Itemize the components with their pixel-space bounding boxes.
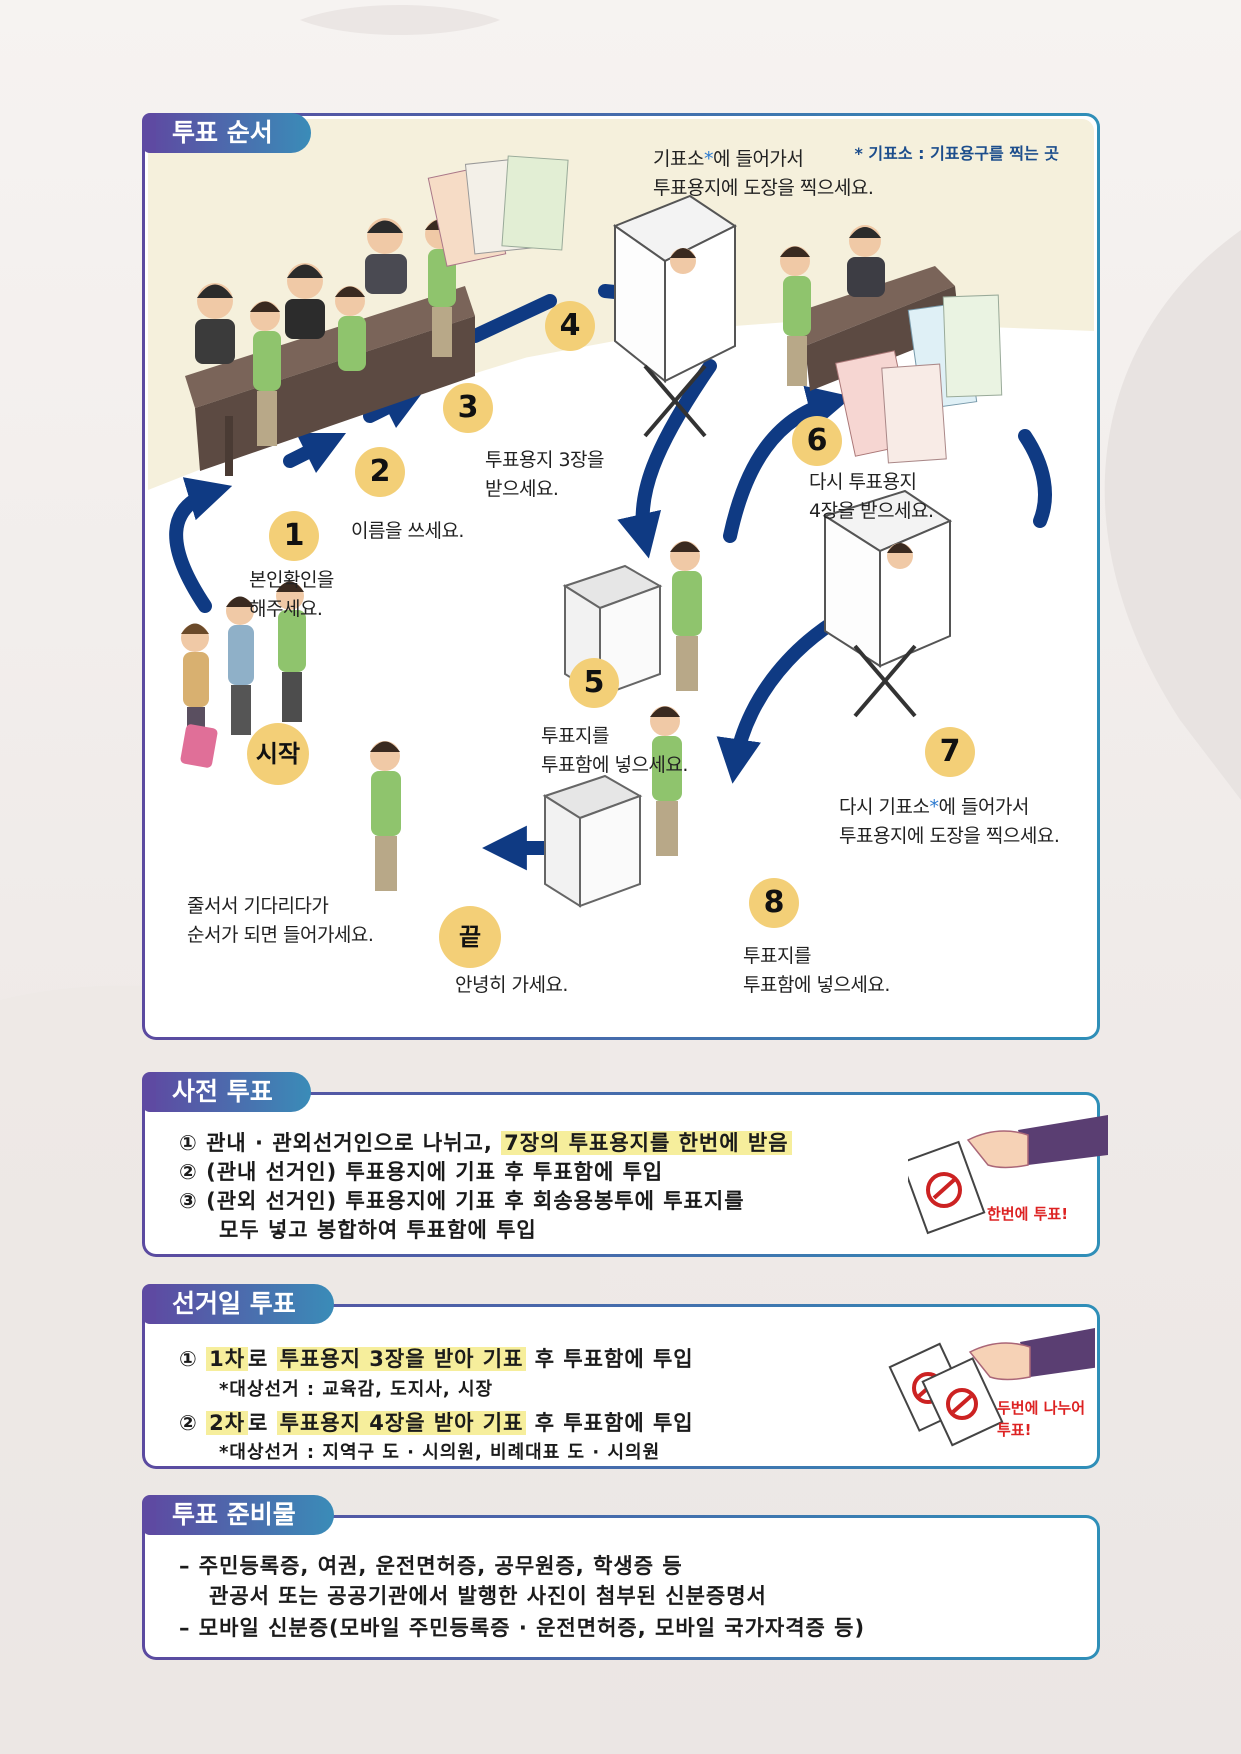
step-label-2: 이름을 쓰세요.: [351, 520, 464, 542]
clerks: [195, 218, 407, 364]
step-marker-start: 시작: [247, 723, 309, 785]
step-marker-4: 4: [545, 301, 595, 351]
flow-arrow-4-5: [617, 359, 717, 559]
hand-ballot-twice-icon: [888, 1327, 1095, 1447]
early-voting-title: 사전 투표: [142, 1072, 311, 1112]
early-line-4: 모두 넣고 봉합하여 투표함에 투입: [219, 1218, 537, 1242]
flow-arrow-6-7: [1018, 429, 1052, 528]
ballot-papers-3: [427, 155, 569, 267]
early-line-1: ① 관내 · 관외선거인으로 나뉘고, 7장의 투표용지를 한번에 받음: [179, 1127, 792, 1157]
early-line-2: ② (관내 선거인) 투표용지에 기표 후 투표함에 투입: [179, 1160, 664, 1184]
election-day-title: 선거일 투표: [142, 1284, 334, 1324]
ballot-box-2: [542, 706, 682, 908]
step-marker-5: 5: [569, 658, 619, 708]
voting-order-title: 투표 순서: [142, 113, 311, 153]
preparation-title: 투표 준비물: [142, 1495, 334, 1535]
early-line-3: ③ (관외 선거인) 투표용지에 기표 후 회송용봉투에 투표지를: [179, 1189, 745, 1213]
preparation-panel: – 주민등록증, 여권, 운전면허증, 공무원증, 학생증 등 관공서 또는 공…: [142, 1515, 1100, 1660]
step-label-7: 다시 기표소*에 들어가서 투표용지에 도장을 찍으세요.: [839, 796, 1060, 847]
flow-arrow-1-2: [283, 432, 347, 474]
step-marker-6: 6: [792, 416, 842, 466]
queue-voters: [180, 581, 306, 768]
step-marker-2: 2: [355, 447, 405, 497]
voting-flow-illustration: [169, 155, 1052, 908]
flow-arrow-5-6: [723, 385, 853, 543]
prep-line-1: – 주민등록증, 여권, 운전면허증, 공무원증, 학생증 등: [179, 1554, 683, 1578]
voters-at-desk: [250, 219, 456, 446]
step-marker-end: 끝: [439, 906, 501, 968]
step-marker-8: 8: [749, 878, 799, 928]
step-label-end: 안녕히 가세요.: [455, 974, 568, 996]
step-marker-1: 1: [269, 511, 319, 561]
hand-ballot-once-icon: [908, 1115, 1108, 1235]
leaving-voter: [370, 741, 401, 891]
step-marker-3: 3: [443, 383, 493, 433]
ballot-box-1: [562, 541, 702, 698]
polling-booth-1: [612, 194, 737, 438]
once-vote-badge: 한번에 투표!: [987, 1205, 1069, 1223]
ballot-papers-4: [835, 294, 1003, 464]
voting-order-panel: * 기표소 : 기표용구를 찍는 곳: [142, 113, 1100, 1040]
early-voting-panel: ① 관내 · 관외선거인으로 나뉘고, 7장의 투표용지를 한번에 받음 ② (…: [142, 1092, 1108, 1257]
polling-booth-2: [822, 489, 953, 718]
flow-arrow-start-1: [169, 477, 233, 613]
eday-line-2-targets: *대상선거 : 지역구 도 · 시의원, 비례대표 도 · 시의원: [219, 1442, 661, 1463]
polling-booth-footnote: * 기표소 : 기표용구를 찍는 곳: [854, 144, 1059, 163]
step-label-4: 기표소*에 들어가서 투표용지에 도장을 찍으세요.: [653, 148, 874, 199]
step-marker-7: 7: [925, 727, 975, 777]
flow-arrow-3-4: [468, 294, 557, 343]
prep-line-3: – 모바일 신분증(모바일 주민등록증 · 운전면허증, 모바일 국가자격증 등…: [179, 1616, 866, 1640]
eday-line-1-targets: *대상선거 : 교육감, 도지사, 시장: [219, 1379, 494, 1400]
prep-line-2: 관공서 또는 공공기관에서 발행한 사진이 첨부된 신분증명서: [209, 1584, 767, 1608]
